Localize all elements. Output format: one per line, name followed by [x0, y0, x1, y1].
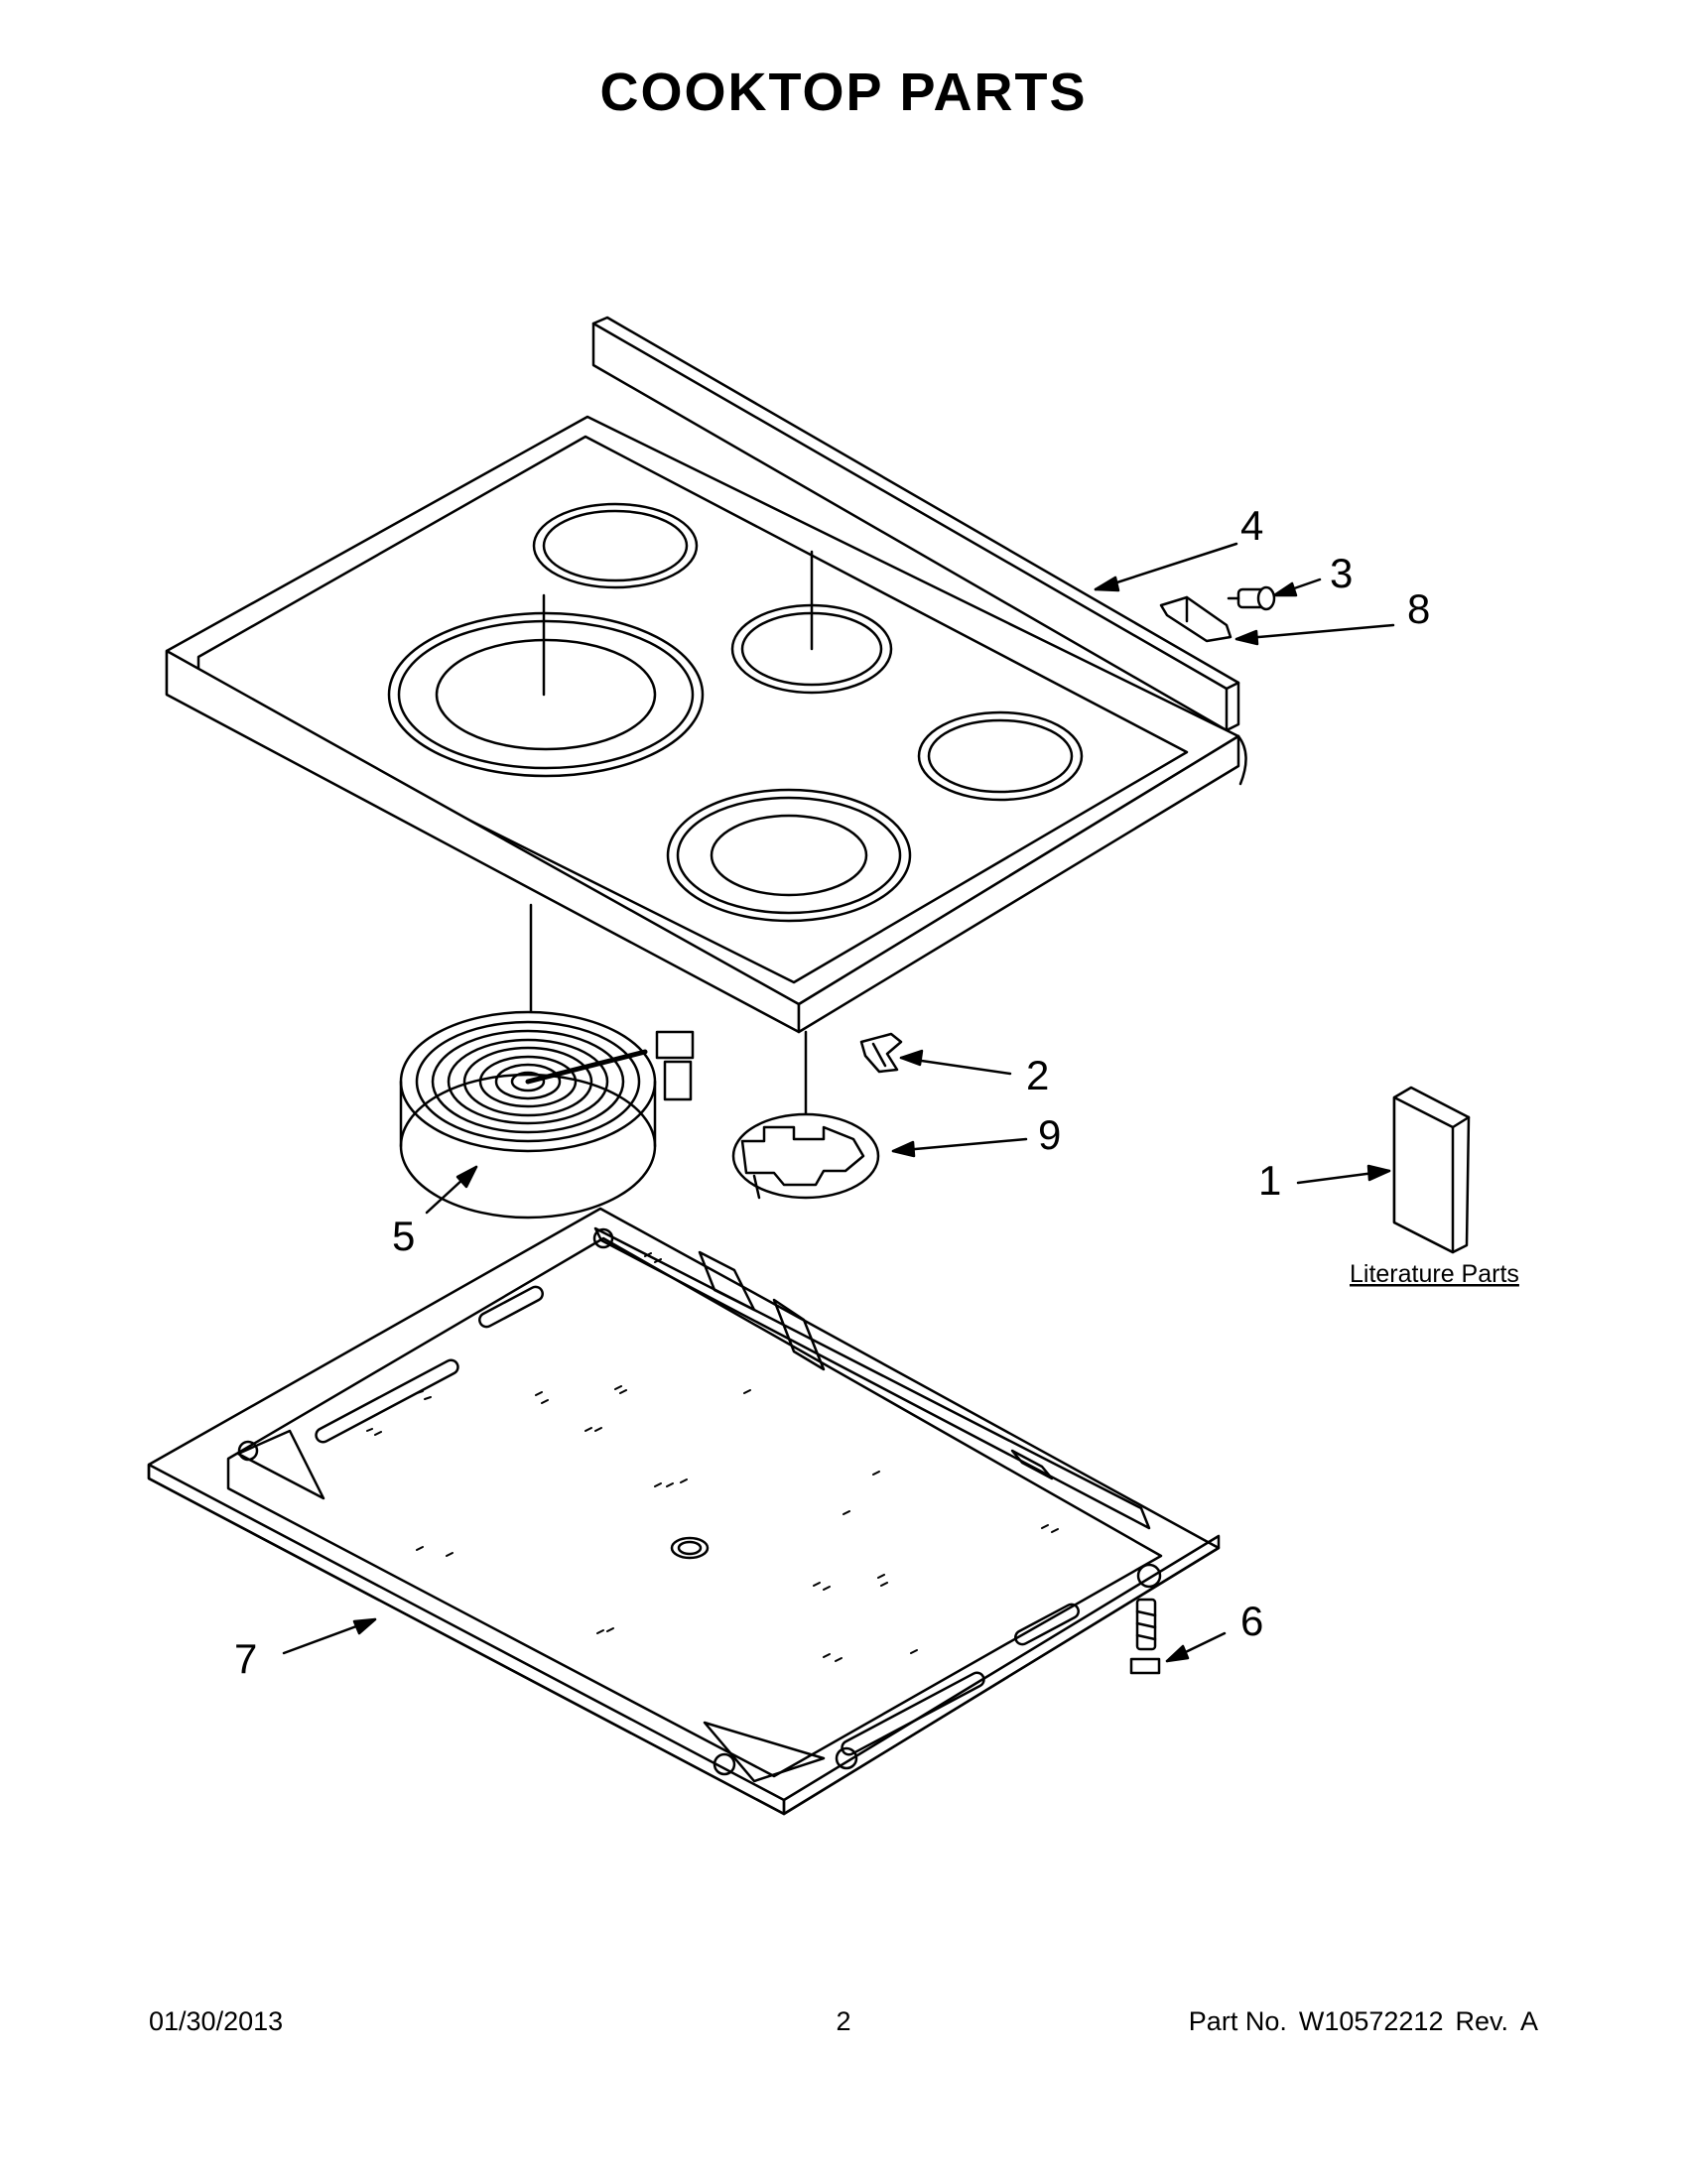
part-number: W10572212 [1298, 2006, 1444, 2036]
callout-1: 1 [1258, 1157, 1281, 1204]
mounting-screw [1227, 585, 1276, 611]
part-prefix: Part No. [1188, 2006, 1287, 2036]
literature-parts-label: Literature Parts [1350, 1260, 1519, 1288]
leveling-screw [1129, 1598, 1161, 1675]
page-title: COOKTOP PARTS [599, 63, 1088, 122]
burner-rear-left [532, 502, 699, 589]
callout-2: 2 [1026, 1052, 1049, 1098]
radiant-surface-element [399, 1010, 695, 1220]
rev-value: A [1519, 2006, 1538, 2036]
callout-5: 5 [392, 1213, 415, 1259]
callout-6: 6 [1240, 1598, 1263, 1644]
literature-booklet [1392, 1086, 1471, 1254]
rev-label: Rev. [1455, 2006, 1508, 2036]
insulation-pad [731, 1112, 880, 1200]
cooktop-glass-top [165, 316, 1247, 1153]
callout-3: 3 [1330, 550, 1353, 596]
callout-7: 7 [234, 1635, 257, 1682]
footer-page-number: 2 [836, 2006, 851, 2036]
bracket-clip [859, 1032, 903, 1074]
terminal-block [1159, 595, 1233, 643]
callout-8: 8 [1407, 585, 1430, 632]
burner-box [147, 1207, 1221, 1816]
callout-9: 9 [1038, 1111, 1061, 1158]
burner-front-right [666, 788, 912, 923]
callout-arrows [282, 542, 1395, 1663]
burner-right [917, 710, 1084, 802]
burner-front-left [387, 611, 705, 778]
footer-part-info: Part No. W10572212 Rev. A [1177, 2006, 1538, 2037]
callout-4: 4 [1240, 502, 1263, 549]
footer-date: 01/30/2013 [149, 2006, 284, 2036]
